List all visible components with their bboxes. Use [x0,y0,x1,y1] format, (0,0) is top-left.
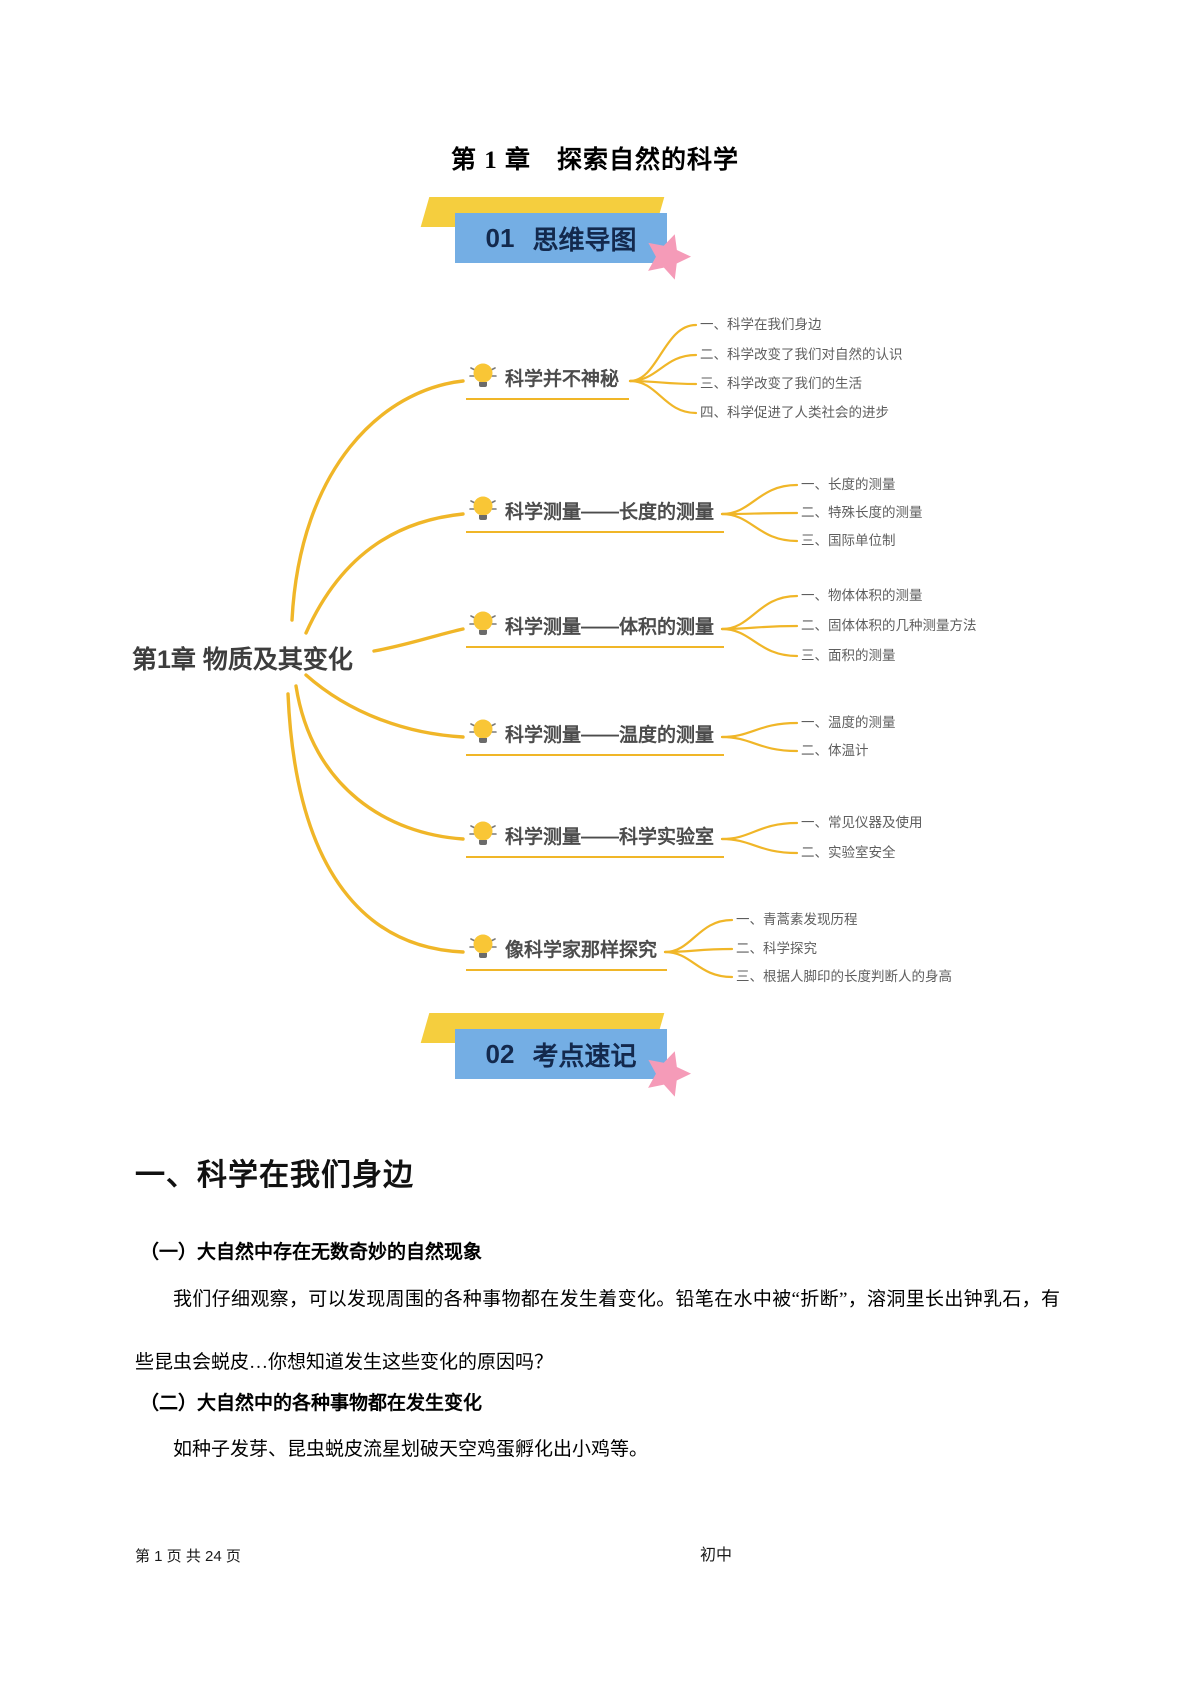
lightbulb-icon [469,821,497,845]
page-number: 第 1 页 共 24 页 [135,1548,241,1565]
subsection-heading-2: （二）大自然中的各种事物都在发生变化 [140,1393,483,1414]
mindmap-leaf: 二、科学探究 [736,941,817,956]
branch-label: 科学测量——体积的测量 [505,616,715,638]
branch-label: 像科学家那样探究 [505,939,658,961]
mindmap-leaf: 三、科学改变了我们的生活 [700,376,862,391]
subsection-heading-1: （一）大自然中存在无数奇妙的自然现象 [140,1242,483,1263]
paragraph-2: 如种子发芽、昆虫蜕皮流星划破天空鸡蛋孵化出小鸡等。 [173,1439,649,1460]
mindmap-leaf: 二、特殊长度的测量 [801,505,923,520]
banner-label: 考点速记 [532,1040,637,1071]
mindmap-leaf: 二、固体体积的几种测量方法 [801,618,977,633]
banner-label: 思维导图 [532,224,637,255]
star-icon [648,234,692,280]
mindmap-branch-3: 科学测量——体积的测量 [466,608,725,648]
mindmap-leaf: 一、科学在我们身边 [700,317,822,332]
mindmap-leaf: 一、青蒿素发现历程 [736,912,858,927]
branch-label: 科学测量——科学实验室 [505,826,715,848]
lightbulb-icon [469,934,497,958]
footer-label: 初中 [700,1547,733,1564]
mindmap-branch-5: 科学测量——科学实验室 [466,818,725,858]
mindmap-branch-2: 科学测量——长度的测量 [466,493,725,533]
mindmap-leaf: 二、体温计 [801,743,869,758]
mindmap-leaf: 三、面积的测量 [801,648,896,663]
mindmap-leaf: 二、实验室安全 [801,845,896,860]
mindmap-leaf: 四、科学促进了人类社会的进步 [700,405,889,420]
lightbulb-icon [469,496,497,520]
banner-number: 01 [485,222,515,253]
mindmap-branch-6: 像科学家那样探究 [466,931,668,971]
lightbulb-icon [469,363,497,387]
branch-label: 科学测量——温度的测量 [505,724,715,746]
branch-label: 科学并不神秘 [505,368,620,390]
mindmap-leaf: 二、科学改变了我们对自然的认识 [700,347,903,362]
mindmap-branch-1: 科学并不神秘 [466,360,630,400]
page-title: 第 1 章 探索自然的科学 [450,147,739,174]
mindmap-leaf: 一、物体体积的测量 [801,588,923,603]
mindmap-leaf: 一、温度的测量 [801,715,896,730]
mindmap-leaf: 三、国际单位制 [801,533,896,548]
banner-box-02: 02 考点速记 [455,1029,667,1079]
mindmap-leaf: 三、根据人脚印的长度判断人的身高 [736,969,952,984]
mindmap-root: 第1章 物质及其变化 [132,646,353,674]
banner-number: 02 [485,1038,515,1069]
paragraph-1: 我们仔细观察，可以发现周围的各种事物都在发生着变化。铅笔在水中被“折断”，溶洞里… [135,1289,1060,1373]
mindmap-leaf: 一、长度的测量 [801,477,896,492]
section-heading: 一、科学在我们身边 [135,1159,414,1192]
banner-box-01: 01 思维导图 [455,213,667,263]
mindmap-branch-4: 科学测量——温度的测量 [466,716,725,756]
star-icon [648,1051,692,1097]
branch-label: 科学测量——长度的测量 [505,501,715,523]
lightbulb-icon [469,611,497,635]
mindmap-leaf: 一、常见仪器及使用 [801,815,923,830]
lightbulb-icon [469,719,497,743]
